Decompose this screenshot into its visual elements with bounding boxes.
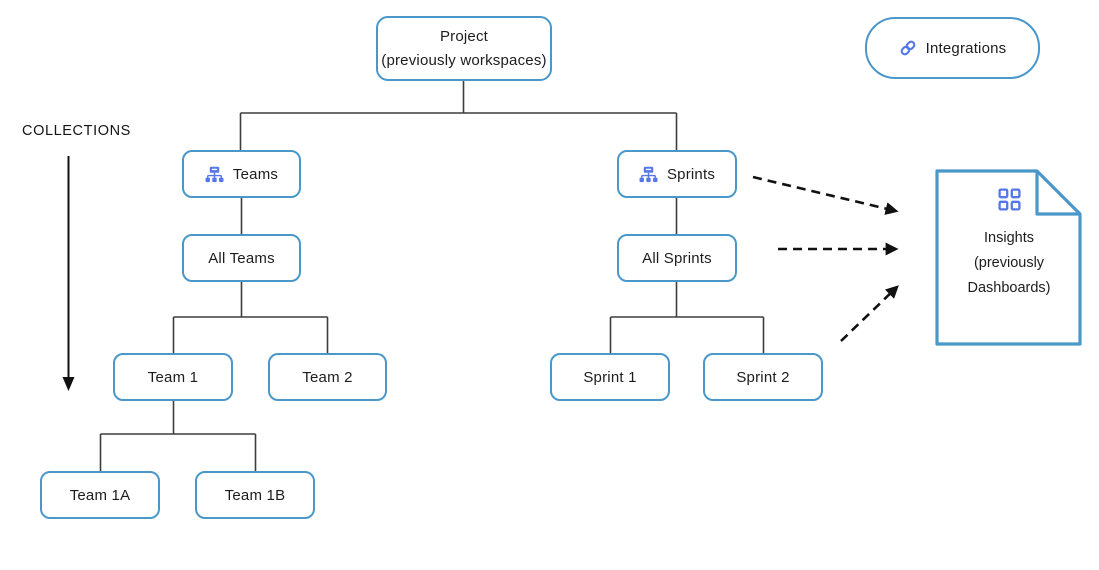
grid-icon: [997, 188, 1022, 211]
teams-label: Teams: [232, 165, 279, 183]
team-1a-label: Team 1A: [69, 486, 131, 504]
node-integrations: Integrations: [865, 17, 1040, 79]
project-label-line2: (previously workspaces): [381, 51, 547, 69]
team-1b-label: Team 1B: [224, 486, 286, 504]
insights-label-line2: (previously: [973, 254, 1045, 271]
node-all-teams: All Teams: [182, 234, 301, 282]
dashed-arrow-sprintitems-to-insights: [840, 285, 899, 342]
node-team-1b: Team 1B: [195, 471, 315, 519]
org-chart-icon: [639, 166, 658, 183]
insights-label-line3: Dashboards): [967, 279, 1051, 296]
org-chart-icon: [205, 166, 224, 183]
insights-document-content: Insights (previously Dashboards): [936, 188, 1082, 301]
collections-label: COLLECTIONS: [22, 123, 131, 139]
dashed-arrow-sprints-to-insights: [752, 175, 899, 215]
node-team-2: Team 2: [268, 353, 387, 401]
all-teams-label: All Teams: [208, 249, 275, 267]
all-sprints-label: All Sprints: [642, 249, 712, 267]
node-all-sprints: All Sprints: [617, 234, 737, 282]
link-icon: [899, 39, 917, 57]
sprints-label: Sprints: [666, 165, 716, 183]
team-1-label: Team 1: [147, 368, 199, 386]
insights-label-line1: Insights: [984, 230, 1034, 246]
node-sprint-1: Sprint 1: [550, 353, 670, 401]
node-sprint-2: Sprint 2: [703, 353, 823, 401]
node-teams: Teams: [182, 150, 301, 198]
node-project: Project (previously workspaces): [376, 16, 552, 81]
project-label-line1: Project: [439, 27, 489, 45]
collections-arrow: [62, 156, 75, 391]
sprint-2-label: Sprint 2: [736, 368, 790, 386]
node-team-1: Team 1: [113, 353, 233, 401]
team-2-label: Team 2: [302, 368, 353, 386]
sprint-1-label: Sprint 1: [583, 368, 637, 386]
integrations-label: Integrations: [925, 39, 1007, 57]
node-team-1a: Team 1A: [40, 471, 160, 519]
node-sprints: Sprints: [617, 150, 737, 198]
